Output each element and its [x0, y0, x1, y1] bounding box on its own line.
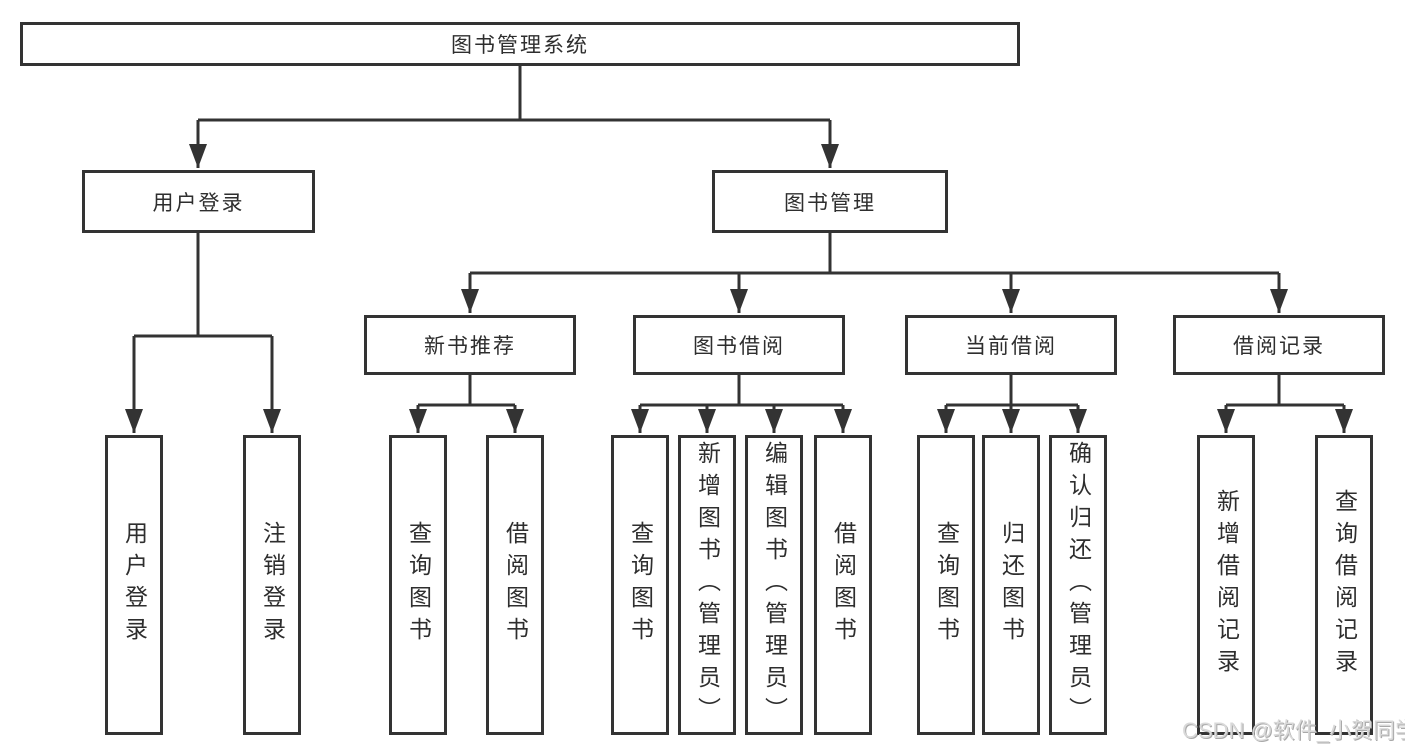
leaf-borrow-books-label: 借阅图书 — [830, 521, 857, 649]
node-book-management-label: 图书管理 — [784, 191, 876, 215]
node-book-borrowing-label: 图书借阅 — [693, 335, 785, 358]
leaf-query-books-recommend: 查询图书 — [389, 435, 447, 735]
leaf-edit-books-admin-label: 编辑图书（管理员） — [761, 441, 788, 729]
node-book-borrowing: 图书借阅 — [633, 315, 845, 375]
leaf-add-books-admin-label: 新增图书（管理员） — [694, 441, 721, 729]
csdn-watermark: CSDN @软件_小贺同学 — [1182, 718, 1405, 743]
node-new-book-recommendation: 新书推荐 — [364, 315, 576, 375]
leaf-borrow-books-recommend: 借阅图书 — [486, 435, 544, 735]
leaf-logout-label: 注销登录 — [259, 521, 286, 649]
node-borrowing-records-label: 借阅记录 — [1233, 335, 1325, 358]
leaf-add-borrow-record: 新增借阅记录 — [1197, 435, 1255, 735]
leaf-query-books-current-label: 查询图书 — [933, 521, 960, 649]
node-user-login-label: 用户登录 — [152, 191, 245, 215]
leaf-borrow-books: 借阅图书 — [814, 435, 872, 735]
leaf-query-borrow-record: 查询借阅记录 — [1315, 435, 1373, 735]
leaf-confirm-return-admin: 确认归还（管理员） — [1049, 435, 1107, 735]
leaf-confirm-return-admin-label: 确认归还（管理员） — [1065, 441, 1092, 729]
leaf-logout: 注销登录 — [243, 435, 301, 735]
leaf-borrow-books-recommend-label: 借阅图书 — [502, 521, 529, 649]
leaf-query-books-borrow-label: 查询图书 — [627, 521, 654, 649]
node-borrowing-records: 借阅记录 — [1173, 315, 1385, 375]
leaf-query-borrow-record-label: 查询借阅记录 — [1331, 489, 1358, 681]
leaf-return-books: 归还图书 — [982, 435, 1040, 735]
node-book-management: 图书管理 — [712, 170, 948, 233]
node-root-library-management-system: 图书管理系统 — [20, 22, 1020, 66]
leaf-edit-books-admin: 编辑图书（管理员） — [745, 435, 803, 735]
node-new-book-recommendation-label: 新书推荐 — [424, 335, 516, 358]
leaf-return-books-label: 归还图书 — [998, 521, 1025, 649]
leaf-query-books-borrow: 查询图书 — [611, 435, 669, 735]
node-current-borrowing-label: 当前借阅 — [965, 335, 1057, 358]
leaf-query-books-recommend-label: 查询图书 — [405, 521, 432, 649]
leaf-user-login: 用户登录 — [105, 435, 163, 735]
node-root-label: 图书管理系统 — [451, 34, 589, 57]
leaf-user-login-label: 用户登录 — [121, 521, 148, 649]
leaf-query-books-current: 查询图书 — [917, 435, 975, 735]
node-user-login: 用户登录 — [82, 170, 315, 233]
leaf-add-books-admin: 新增图书（管理员） — [678, 435, 736, 735]
leaf-add-borrow-record-label: 新增借阅记录 — [1213, 489, 1240, 681]
node-current-borrowing: 当前借阅 — [905, 315, 1117, 375]
